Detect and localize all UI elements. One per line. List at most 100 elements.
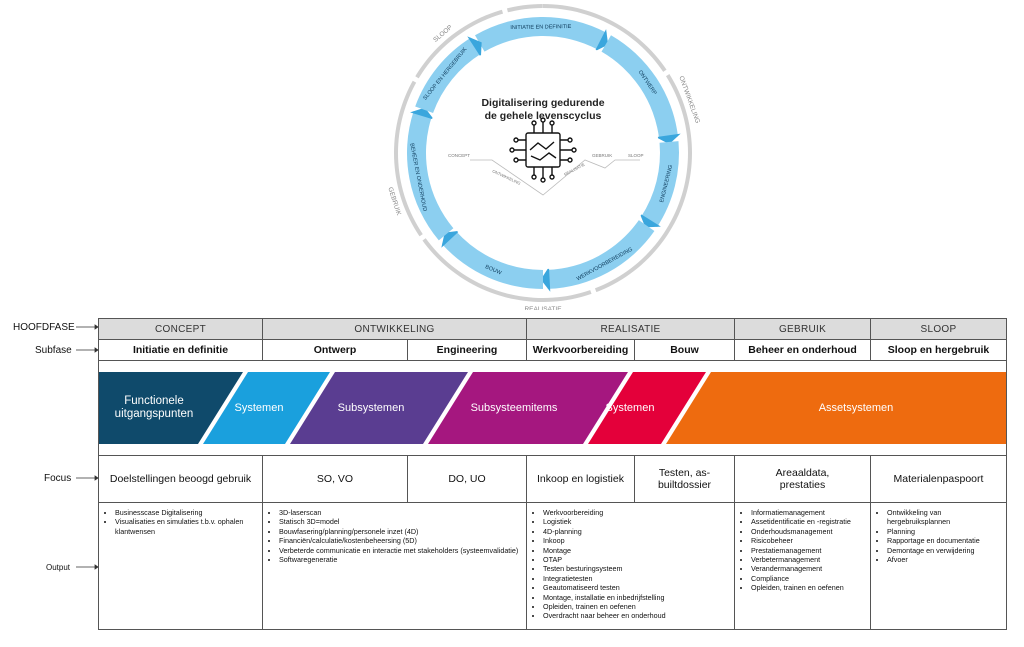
output-item: Montage	[543, 546, 734, 555]
phase-table-frame	[98, 318, 1007, 630]
outer-ring-gap	[661, 68, 672, 78]
output-item: Werkvoorbereiding	[543, 508, 734, 517]
focus-bouw: Testen, as-builtdossier	[635, 456, 735, 502]
output-gebruik: InformatiemanagementAssetidentificatie e…	[735, 503, 871, 629]
output-item: Opleiden, trainen en oefenen	[751, 583, 870, 592]
lifecycle-cycle-diagram: INITIATIE EN DEFINITIEONTWERPENGINEERING…	[386, 0, 701, 310]
lifecycle-ring	[407, 17, 681, 292]
ring-segment	[415, 37, 481, 113]
output-item: Bouwfasering/planning/personele inzet (4…	[279, 527, 526, 536]
focus-sloop: Materialenpaspoort	[893, 473, 984, 485]
subfase-sloop: Sloop en hergebruik	[887, 344, 990, 356]
output-item: Logistiek	[543, 517, 734, 526]
center-title-line2: de gehele levenscyclus	[485, 110, 602, 122]
output-item: Softwaregeneratie	[279, 555, 526, 564]
row-label-subfase: Subfase	[35, 345, 72, 356]
subfase-beheer: Beheer en onderhoud	[735, 340, 871, 360]
output-item: Rapportage en documentatie	[887, 536, 1006, 545]
row-connector-arrows	[76, 324, 99, 570]
output-realisatie: WerkvoorbereidingLogistiek4D-planningInk…	[527, 503, 735, 629]
output-item: Onderhoudsmanagement	[751, 527, 870, 536]
ring-segment	[441, 231, 543, 289]
subfase-werkvoorbereiding: Werkvoorbereiding	[527, 340, 635, 360]
output-item: Assetidentificatie en -registratie	[751, 517, 870, 526]
ring-arrow	[410, 107, 434, 120]
ring-arrow	[655, 133, 681, 145]
outer-ring-gap	[410, 75, 421, 84]
output-item: Planning	[887, 527, 1006, 536]
chevron-label-subsysteemitems: Subsysteemitems	[470, 402, 558, 414]
hoofdfase-sloop: SLOOP	[871, 319, 1006, 339]
chevron-label-subsystemen: Subsystemen	[337, 402, 405, 414]
output-ontwikkeling: 3D-laserscanStatisch 3D=modelBouwfaserin…	[263, 503, 527, 629]
output-item: Verbetermanagement	[751, 555, 870, 564]
subfase-initiatie: Initiatie en definitie	[99, 340, 263, 360]
ring-segment	[601, 35, 678, 139]
output-item: Montage, installatie en inbedrijfstellin…	[543, 593, 734, 602]
focus-initiatie: Doelstellingen beoogd gebruik	[99, 456, 263, 502]
chevron-assetsystemen	[666, 372, 1006, 444]
output-item: Inkoop	[543, 536, 734, 545]
output-item: Statisch 3D=model	[279, 517, 526, 526]
ring-segment	[407, 110, 454, 241]
circuit-handshake-icon	[509, 117, 577, 183]
outer-gray-arc	[394, 4, 693, 302]
outer-ring-gap	[501, 6, 509, 16]
focus-ontwerp: SO, VO	[263, 456, 408, 502]
hoofdfase-concept: CONCEPT	[99, 319, 263, 339]
subfase-ontwerp: Ontwerp	[263, 340, 408, 360]
output-concept: Businesscase DigitaliseringVisualisaties…	[99, 503, 263, 629]
output-item: Ontwikkeling van hergebruiksplannen	[887, 508, 1006, 527]
output-item: 4D-planning	[543, 527, 734, 536]
outer-phase-label: REALISATIE	[524, 306, 562, 310]
output-item: Integratietesten	[543, 574, 734, 583]
chevron-systemen-2	[588, 372, 706, 444]
chevron-label-systemen-2: Systemen	[605, 402, 655, 414]
outer-ring-gap	[589, 286, 598, 296]
hoofdfase-realisatie: REALISATIE	[527, 319, 735, 339]
output-item: Demontage en verwijdering	[887, 546, 1006, 555]
row-label-hoofdfase: HOOFDFASE	[13, 322, 75, 333]
output-item: Overdracht naar beheer en onderhoud	[543, 611, 734, 620]
inner-label-gebruik: GEBRUIK	[592, 153, 612, 158]
chevron-label-assetsystemen: Assetsystemen	[818, 402, 894, 414]
output-item: Testen besturingsysteem	[543, 564, 734, 573]
row-label-output: Output	[46, 563, 71, 572]
output-item: OTAP	[543, 555, 734, 564]
ring-segment	[547, 220, 655, 289]
inner-circle	[427, 37, 659, 269]
focus-engineering: DO, UO	[408, 456, 527, 502]
ring-label: INITIATIE EN DEFINITIE	[510, 24, 571, 31]
output-item: Opleiden, trainen en oefenen	[543, 602, 734, 611]
subfase-bouw: Bouw	[635, 340, 735, 360]
output-item: Financiën/calculatie/kostenbeheersing (5…	[279, 536, 526, 545]
inner-phase-graph	[470, 159, 640, 196]
ring-segment	[641, 141, 680, 228]
output-item: Informatiemanagement	[751, 508, 870, 517]
outer-ring-gap	[417, 232, 428, 242]
hoofdfase-ontwikkeling: ONTWIKKELING	[263, 319, 527, 339]
output-item: Visualisaties en simulaties t.b.v. ophal…	[115, 517, 262, 536]
divider-subfase	[98, 360, 1007, 361]
output-item: Businesscase Digitalisering	[115, 508, 262, 517]
chevron-label-functionele: Functionele uitgangspunten	[114, 395, 194, 420]
inner-label-concept: CONCEPT	[448, 153, 470, 158]
divider-output-top	[98, 502, 1007, 503]
ring-arrow	[467, 36, 482, 58]
ring-arrow	[594, 29, 609, 52]
output-item: Risicobeheer	[751, 536, 870, 545]
divider-hoofdfase	[98, 339, 1007, 340]
chevron-label-systemen-1: Systemen	[234, 402, 284, 414]
ring-segment	[475, 17, 607, 52]
ring-arrow	[540, 266, 551, 292]
output-item: Geautomatiseerd testen	[543, 583, 734, 592]
ring-arrow	[441, 230, 460, 248]
chevron-subsystemen	[290, 372, 468, 444]
focus-werkvoorbereiding: Inkoop en logistiek	[527, 456, 635, 502]
center-title-line1: Digitalisering gedurende	[481, 97, 604, 109]
output-item: Verandermanagement	[751, 564, 870, 573]
subfase-engineering: Engineering	[408, 340, 527, 360]
focus-beheer: Areaaldata, prestaties	[735, 456, 871, 502]
output-item: Prestatiemanagement	[751, 546, 870, 555]
